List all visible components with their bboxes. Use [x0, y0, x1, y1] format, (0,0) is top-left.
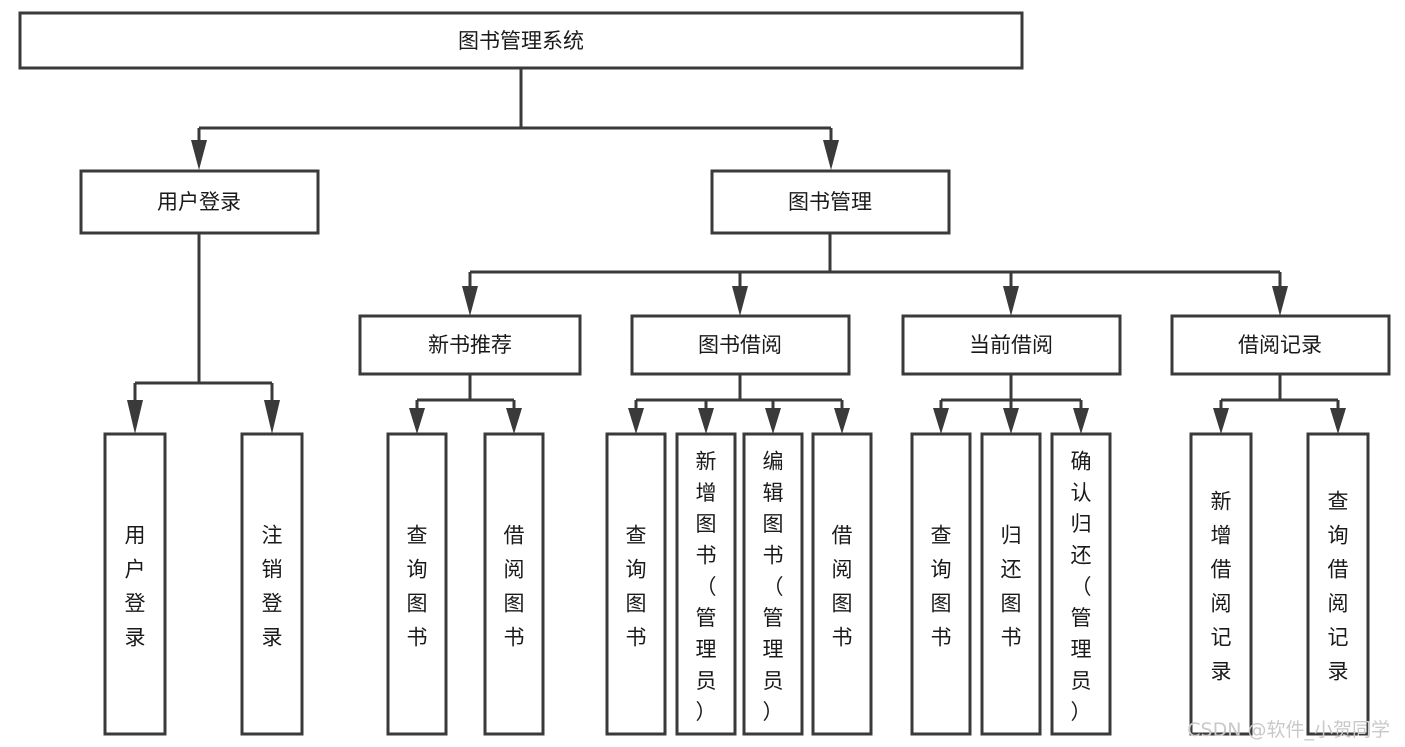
- leaf-cb-query-book-box[interactable]: [910, 432, 972, 736]
- leaf-user-login-label: 用户登录: [125, 524, 146, 650]
- arrow-head-leaf-br-1: [1213, 408, 1229, 434]
- node-new-book-recommend[interactable]: 新书推荐: [358, 314, 582, 376]
- node-book-borrow-box[interactable]: [630, 314, 851, 376]
- arrow-head-book-manage: [823, 140, 839, 170]
- arrow-head-leaf-cb-1: [933, 408, 949, 434]
- leaf-logout-box[interactable]: [240, 432, 304, 736]
- node-book-borrow-label: 图书借阅: [698, 333, 782, 357]
- node-current-borrow-label: 当前借阅: [969, 333, 1053, 357]
- node-book-manage[interactable]: 图书管理: [710, 169, 951, 235]
- node-current-borrow-box[interactable]: [901, 314, 1122, 376]
- connector-group-user-login: [127, 233, 280, 434]
- leaf-node[interactable]: 借阅图书: [483, 432, 545, 736]
- arrow-head-leaf-bb-3: [765, 408, 781, 434]
- arrow-head-current-borrow: [1003, 286, 1019, 316]
- arrow-head-book-borrow: [732, 286, 748, 316]
- node-book-borrow[interactable]: 图书借阅: [630, 314, 851, 376]
- node-current-borrow[interactable]: 当前借阅: [901, 314, 1122, 376]
- arrow-head-leaf-nb-1: [409, 408, 425, 434]
- leaf-bb-edit-book-label: 编辑图书（管理员）: [763, 449, 784, 724]
- node-root-label: 图书管理系统: [458, 29, 584, 53]
- leaf-node[interactable]: 编辑图书（管理员）: [742, 432, 804, 736]
- connector-group-current-borrow: [933, 374, 1089, 434]
- node-user-login[interactable]: 用户登录: [79, 169, 320, 235]
- leaf-br-query-record-box[interactable]: [1306, 432, 1370, 736]
- leaf-node[interactable]: 查询图书: [605, 432, 667, 736]
- node-book-manage-box[interactable]: [710, 169, 951, 235]
- leaf-node[interactable]: 归还图书: [980, 432, 1042, 736]
- arrow-head-leaf-ul-2: [264, 400, 280, 434]
- leaf-nb-borrow-book-label: 借阅图书: [504, 524, 525, 650]
- arrow-head-new-book: [462, 286, 478, 316]
- arrow-head-leaf-bb-4: [834, 408, 850, 434]
- leaf-bb-add-book-label: 新增图书（管理员）: [696, 449, 717, 724]
- connector-group-new-book: [409, 374, 522, 434]
- arrow-head-borrow-record: [1272, 286, 1288, 316]
- connector-group-book-borrow: [628, 374, 850, 434]
- leaf-br-query-record-label: 查询借阅记录: [1328, 490, 1349, 684]
- arrow-head-leaf-bb-1: [628, 408, 644, 434]
- arrow-head-leaf-ul-1: [127, 400, 143, 434]
- leaf-node[interactable]: 确认归还（管理员）: [1050, 432, 1112, 736]
- node-book-manage-label: 图书管理: [788, 190, 872, 214]
- leaf-bb-edit-book-box[interactable]: [742, 432, 804, 736]
- leaf-bb-borrow-book-label: 借阅图书: [832, 524, 853, 650]
- leaf-logout-label: 注销登录: [262, 524, 283, 650]
- leaf-node[interactable]: 新增借阅记录: [1189, 432, 1253, 736]
- leaf-cb-return-book-box[interactable]: [980, 432, 1042, 736]
- leaf-nb-borrow-book-box[interactable]: [483, 432, 545, 736]
- leaf-node[interactable]: 查询借阅记录: [1306, 432, 1370, 736]
- node-user-login-label: 用户登录: [157, 190, 241, 214]
- node-borrow-record-box[interactable]: [1170, 314, 1391, 376]
- arrow-head-user-login: [191, 140, 207, 170]
- node-user-login-box[interactable]: [79, 169, 320, 235]
- connector-group-book-manage: [462, 232, 1288, 316]
- leaf-cb-confirm-return-box[interactable]: [1050, 432, 1112, 736]
- arrow-head-leaf-cb-3: [1073, 408, 1089, 434]
- arrow-head-leaf-cb-2: [1003, 408, 1019, 434]
- arrow-head-leaf-nb-2: [506, 408, 522, 434]
- leaf-br-add-record-box[interactable]: [1189, 432, 1253, 736]
- node-borrow-record[interactable]: 借阅记录: [1170, 314, 1391, 376]
- arrow-head-leaf-br-2: [1330, 408, 1346, 434]
- leaf-cb-return-book-label: 归还图书: [1001, 524, 1022, 650]
- leaf-node[interactable]: 借阅图书: [811, 432, 873, 736]
- leaf-bb-query-book-label: 查询图书: [626, 524, 647, 650]
- connector-group-borrow-record: [1213, 374, 1346, 434]
- node-root-box[interactable]: [18, 11, 1024, 70]
- node-root[interactable]: 图书管理系统: [18, 11, 1024, 70]
- leaf-cb-query-book-label: 查询图书: [931, 524, 952, 650]
- leaf-nb-query-book-label: 查询图书: [407, 524, 428, 650]
- leaf-bb-add-book-box[interactable]: [675, 432, 737, 736]
- leaf-bb-borrow-book-box[interactable]: [811, 432, 873, 736]
- connector-group-root: [191, 68, 839, 170]
- leaf-nb-query-book-box[interactable]: [386, 432, 448, 736]
- leaf-br-add-record-label: 新增借阅记录: [1211, 490, 1232, 684]
- node-new-book-recommend-box[interactable]: [358, 314, 582, 376]
- leaf-user-login-box[interactable]: [103, 432, 167, 736]
- leaf-bb-query-book-box[interactable]: [605, 432, 667, 736]
- arrow-head-leaf-bb-2: [698, 408, 714, 434]
- leaf-node[interactable]: 注销登录: [240, 432, 304, 736]
- csdn-watermark: CSDN @软件_小贺同学: [1187, 719, 1390, 741]
- leaf-node[interactable]: 新增图书（管理员）: [675, 432, 737, 736]
- leaf-node[interactable]: 用户登录: [103, 432, 167, 736]
- leaf-node[interactable]: 查询图书: [910, 432, 972, 736]
- leaf-cb-confirm-return-label: 确认归还（管理员）: [1071, 449, 1092, 724]
- leaf-node[interactable]: 查询图书: [386, 432, 448, 736]
- node-borrow-record-label: 借阅记录: [1238, 333, 1322, 357]
- node-new-book-recommend-label: 新书推荐: [428, 333, 512, 357]
